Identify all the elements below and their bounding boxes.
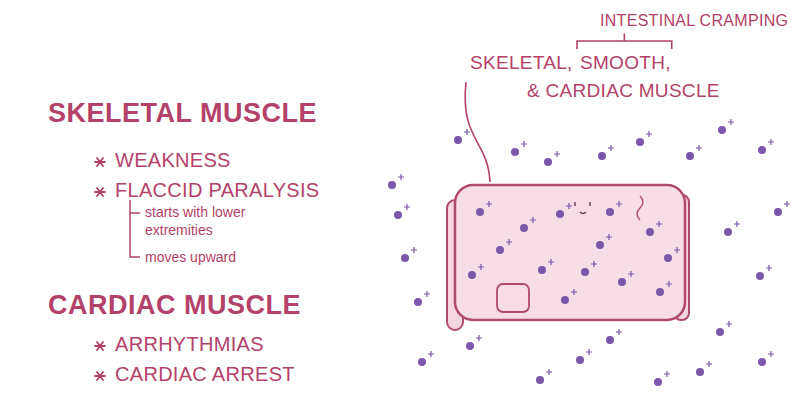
section-heading: CARDIAC MUSCLE — [48, 290, 301, 321]
muscle-cell — [455, 185, 685, 320]
bullet — [95, 158, 105, 166]
muscle-label: SKELETAL, — [470, 52, 573, 74]
muscle-label: SMOOTH, — [580, 52, 671, 74]
symptom-item: CARDIAC ARREST — [115, 363, 295, 386]
sub-note: moves upward — [145, 248, 236, 266]
symptom-item: FLACCID PARALYSIS — [115, 179, 319, 202]
bullet — [95, 188, 105, 196]
sub-note: starts with lower extremities — [145, 203, 295, 239]
cell-nucleus — [497, 284, 529, 312]
bullet — [95, 342, 105, 350]
potassium-ions — [388, 119, 790, 386]
symptom-item: ARRHYTHMIAS — [115, 333, 264, 356]
section-heading: SKELETAL MUSCLE — [48, 98, 317, 129]
symptom-item: WEAKNESS — [115, 149, 231, 172]
cell-face — [575, 202, 590, 214]
cell-squiggle — [637, 196, 643, 220]
bracket — [577, 33, 672, 49]
muscle-label: & CARDIAC MUSCLE — [527, 80, 720, 102]
callout-label: INTESTINAL CRAMPING — [600, 12, 788, 30]
sub-bullet — [130, 200, 140, 257]
bullet — [95, 372, 105, 380]
